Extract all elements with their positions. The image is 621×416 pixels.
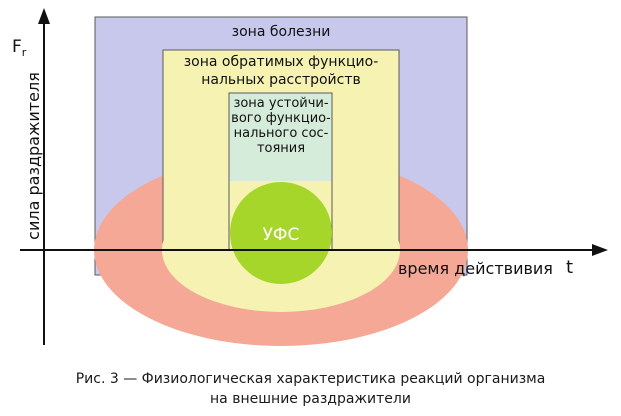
caption-line-2: на внешние раздражители [210, 391, 411, 407]
zone-stable-label-line3: нального сос- [234, 126, 329, 141]
zone-reversible-label-line2: нальных расстройств [201, 72, 361, 88]
y-axis-symbol-sub: r [22, 46, 27, 59]
caption-line-1: Рис. 3 — Физиологическая характеристика … [75, 371, 546, 387]
y-axis-label: сила раздражителя [24, 72, 43, 240]
ufs-circle [230, 182, 332, 284]
y-axis-symbol: Fr [12, 37, 27, 59]
x-axis-label: время действивия [398, 259, 553, 278]
y-axis-arrow [38, 8, 50, 24]
zone-disease-label: зона болезни [232, 24, 331, 40]
zone-stable-label-line4: тояния [257, 141, 305, 156]
x-axis-arrow [592, 244, 608, 256]
x-axis-symbol: t [566, 257, 573, 278]
y-axis-symbol-main: F [12, 37, 22, 57]
zone-stable-label-line1: зона устойчи- [233, 96, 328, 111]
zone-reversible-label-line1: зона обратимых функцио- [184, 54, 379, 70]
ufs-label: УФС [263, 225, 300, 245]
zone-stable-label-line2: вого функцио- [231, 111, 331, 126]
